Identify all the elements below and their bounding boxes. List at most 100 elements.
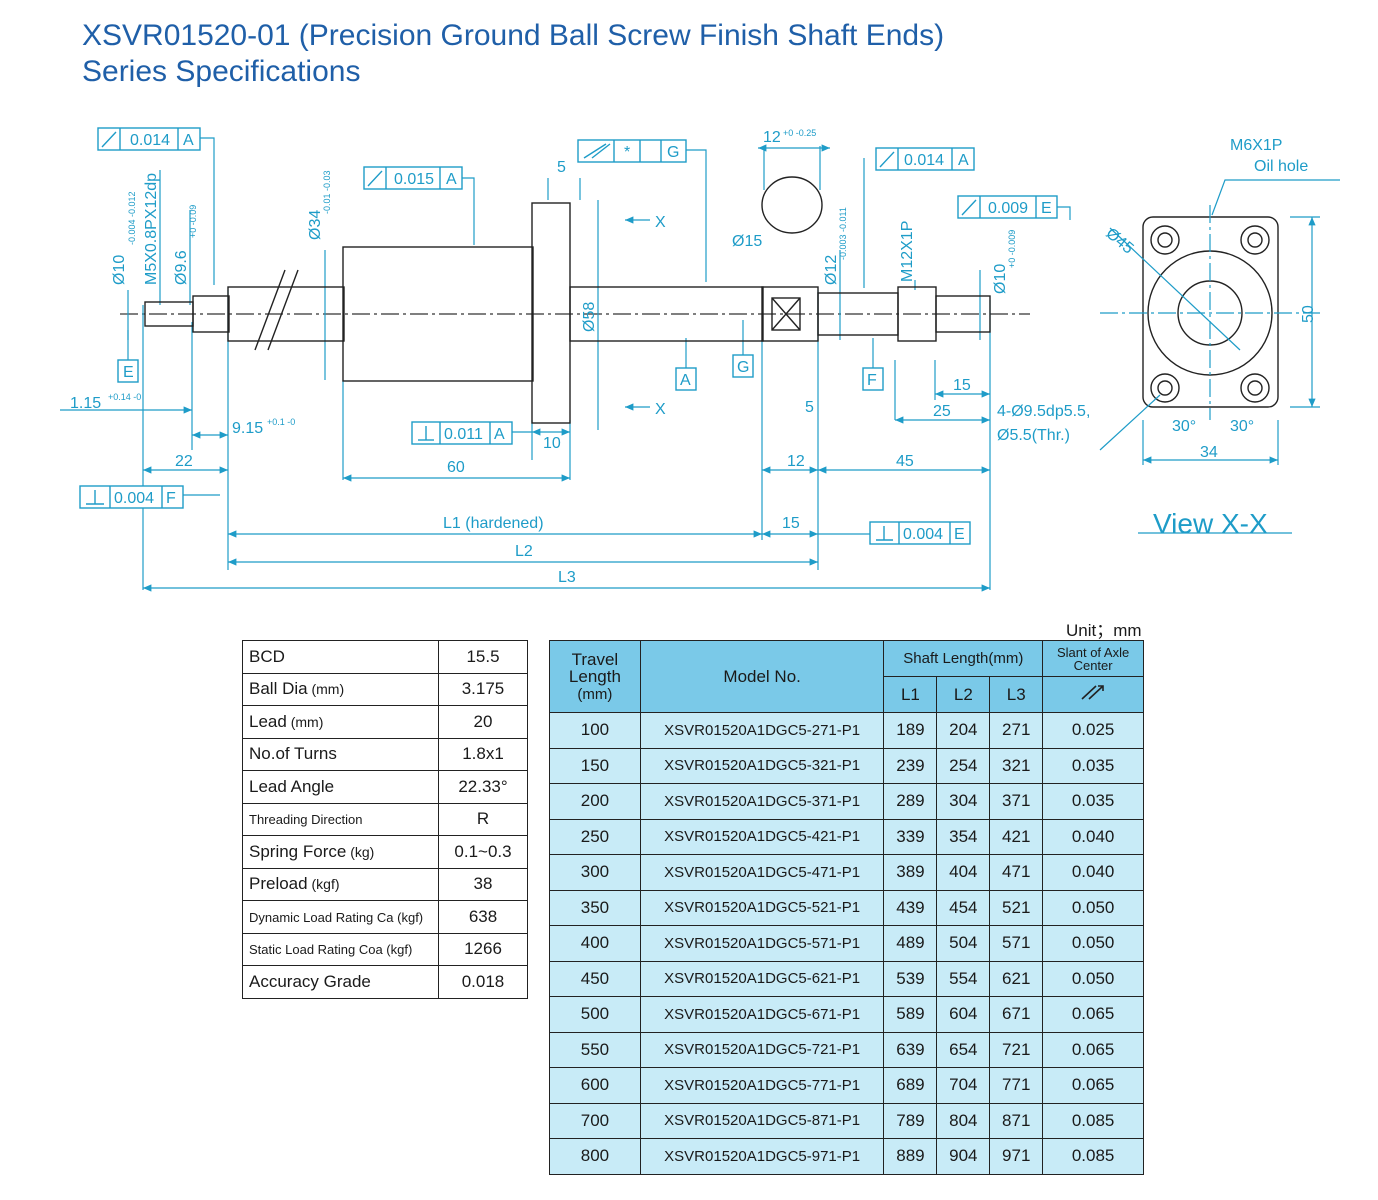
cell-travel: 450 [549, 960, 641, 997]
dia-96-tol: +0 -0.09 [188, 205, 198, 238]
cell-travel: 800 [549, 1138, 641, 1175]
cell-model: XSVR01520A1DGC5-971-P1 [639, 1138, 885, 1175]
cell-l2: 254 [936, 747, 991, 784]
cell-model: XSVR01520A1DGC5-521-P1 [639, 889, 885, 926]
spec-key-label: Accuracy Grade [249, 971, 371, 991]
header-l2: L2 [936, 676, 991, 713]
spec-key: Dynamic Load Rating Ca (kgf) [242, 900, 439, 934]
dim-25: 25 [933, 403, 951, 420]
tol-runout-right: 0.014 [904, 152, 944, 169]
cell-l2: 354 [936, 818, 991, 855]
cell-l1: 689 [883, 1067, 938, 1104]
cell-l1: 589 [883, 996, 938, 1033]
header-l1: L1 [883, 676, 938, 713]
cell-l3: 571 [989, 925, 1044, 962]
dia-34-tol: -0.01 -0.03 [322, 170, 332, 214]
datum-a3: A [958, 152, 969, 169]
cell-l2: 454 [936, 889, 991, 926]
header-model: Model No. [639, 640, 885, 713]
spec-value: 1.8x1 [438, 737, 528, 771]
cell-l2: 654 [936, 1031, 991, 1068]
spec-key: Ball Dia (mm) [242, 672, 439, 706]
spec-value: 22.33° [438, 770, 528, 804]
cell-l2: 804 [936, 1102, 991, 1139]
datum-a2: A [446, 171, 457, 188]
dia-15: Ø15 [732, 233, 762, 250]
dia-10-right-tol: +0 -0.009 [1007, 230, 1017, 268]
cell-l1: 539 [883, 960, 938, 997]
page-title: XSVR01520-01 (Precision Ground Ball Scre… [82, 19, 945, 52]
spec-key-unit: (kgf) [307, 876, 340, 893]
dim-12-top: 12 [763, 129, 781, 146]
dim-12-bottom: 12 [787, 453, 805, 470]
cell-l3: 421 [989, 818, 1044, 855]
spec-key: Preload (kgf) [242, 867, 439, 901]
datum-g-box: G [737, 359, 749, 376]
dia-58: Ø58 [581, 302, 598, 332]
cell-travel: 700 [549, 1102, 641, 1139]
spec-row: Lead Angle 22.33° [242, 770, 528, 804]
angle-left: 30° [1172, 418, 1196, 435]
cell-l3: 721 [989, 1031, 1044, 1068]
dim-l2: L2 [515, 543, 533, 560]
cell-l2: 904 [936, 1138, 991, 1175]
cell-slant: 0.040 [1042, 854, 1144, 891]
spec-value: R [438, 802, 528, 836]
cell-travel: 200 [549, 783, 641, 820]
header-shaft: Shaft Length(mm) [883, 640, 1044, 677]
cell-travel: 300 [549, 854, 641, 891]
cell-model: XSVR01520A1DGC5-621-P1 [639, 960, 885, 997]
tol-runout-left: 0.014 [130, 132, 170, 149]
spec-key-label: Preload [249, 874, 308, 894]
cell-model: XSVR01520A1DGC5-271-P1 [639, 712, 885, 749]
spec-value: 38 [438, 867, 528, 901]
cell-travel: 150 [549, 747, 641, 784]
cell-l3: 871 [989, 1102, 1044, 1139]
dim-34: 34 [1200, 444, 1218, 461]
spec-key-label: Lead Angle [249, 776, 335, 796]
header-slant: Slant of Axle Center [1042, 640, 1144, 677]
cell-l1: 189 [883, 712, 938, 749]
cell-model: XSVR01520A1DGC5-321-P1 [639, 747, 885, 784]
dim-l1: L1 (hardened) [443, 515, 544, 532]
spec-key: No.of Turns [242, 737, 439, 771]
cell-l1: 639 [883, 1031, 938, 1068]
dim-12-tol: +0 -0.25 [783, 128, 816, 138]
page-subtitle: Series Specifications [82, 55, 361, 88]
runout-icon [1042, 676, 1144, 713]
cell-l1: 489 [883, 925, 938, 962]
cell-l1: 889 [883, 1138, 938, 1175]
spec-key-label: Ball Dia [249, 679, 308, 699]
cell-model: XSVR01520A1DGC5-721-P1 [639, 1031, 885, 1068]
cell-slant: 0.035 [1042, 783, 1144, 820]
holes-note: 4-Ø9.5dp5.5, [997, 403, 1090, 420]
dim-15-l: 15 [782, 515, 800, 532]
spec-value: 20 [438, 705, 528, 739]
spec-key: Spring Force (kg) [242, 835, 439, 869]
spec-key-unit: (kg) [346, 843, 375, 860]
cell-l3: 371 [989, 783, 1044, 820]
cell-travel: 400 [549, 925, 641, 962]
spec-value: 638 [438, 900, 528, 934]
sym-star: * [624, 144, 630, 161]
cell-travel: 600 [549, 1067, 641, 1104]
cell-slant: 0.085 [1042, 1102, 1144, 1139]
cell-l3: 621 [989, 960, 1044, 997]
cell-l2: 204 [936, 712, 991, 749]
model-table: Travel Length(mm) Model No. Shaft Length… [549, 640, 1144, 1175]
cell-l2: 404 [936, 854, 991, 891]
cell-model: XSVR01520A1DGC5-421-P1 [639, 818, 885, 855]
spec-row: Ball Dia (mm)3.175 [242, 672, 528, 706]
tol-perp-left: 0.004 [114, 490, 154, 507]
spec-key: Lead (mm) [242, 705, 439, 739]
dim-115: 1.15 [70, 395, 101, 412]
cell-l1: 789 [883, 1102, 938, 1139]
